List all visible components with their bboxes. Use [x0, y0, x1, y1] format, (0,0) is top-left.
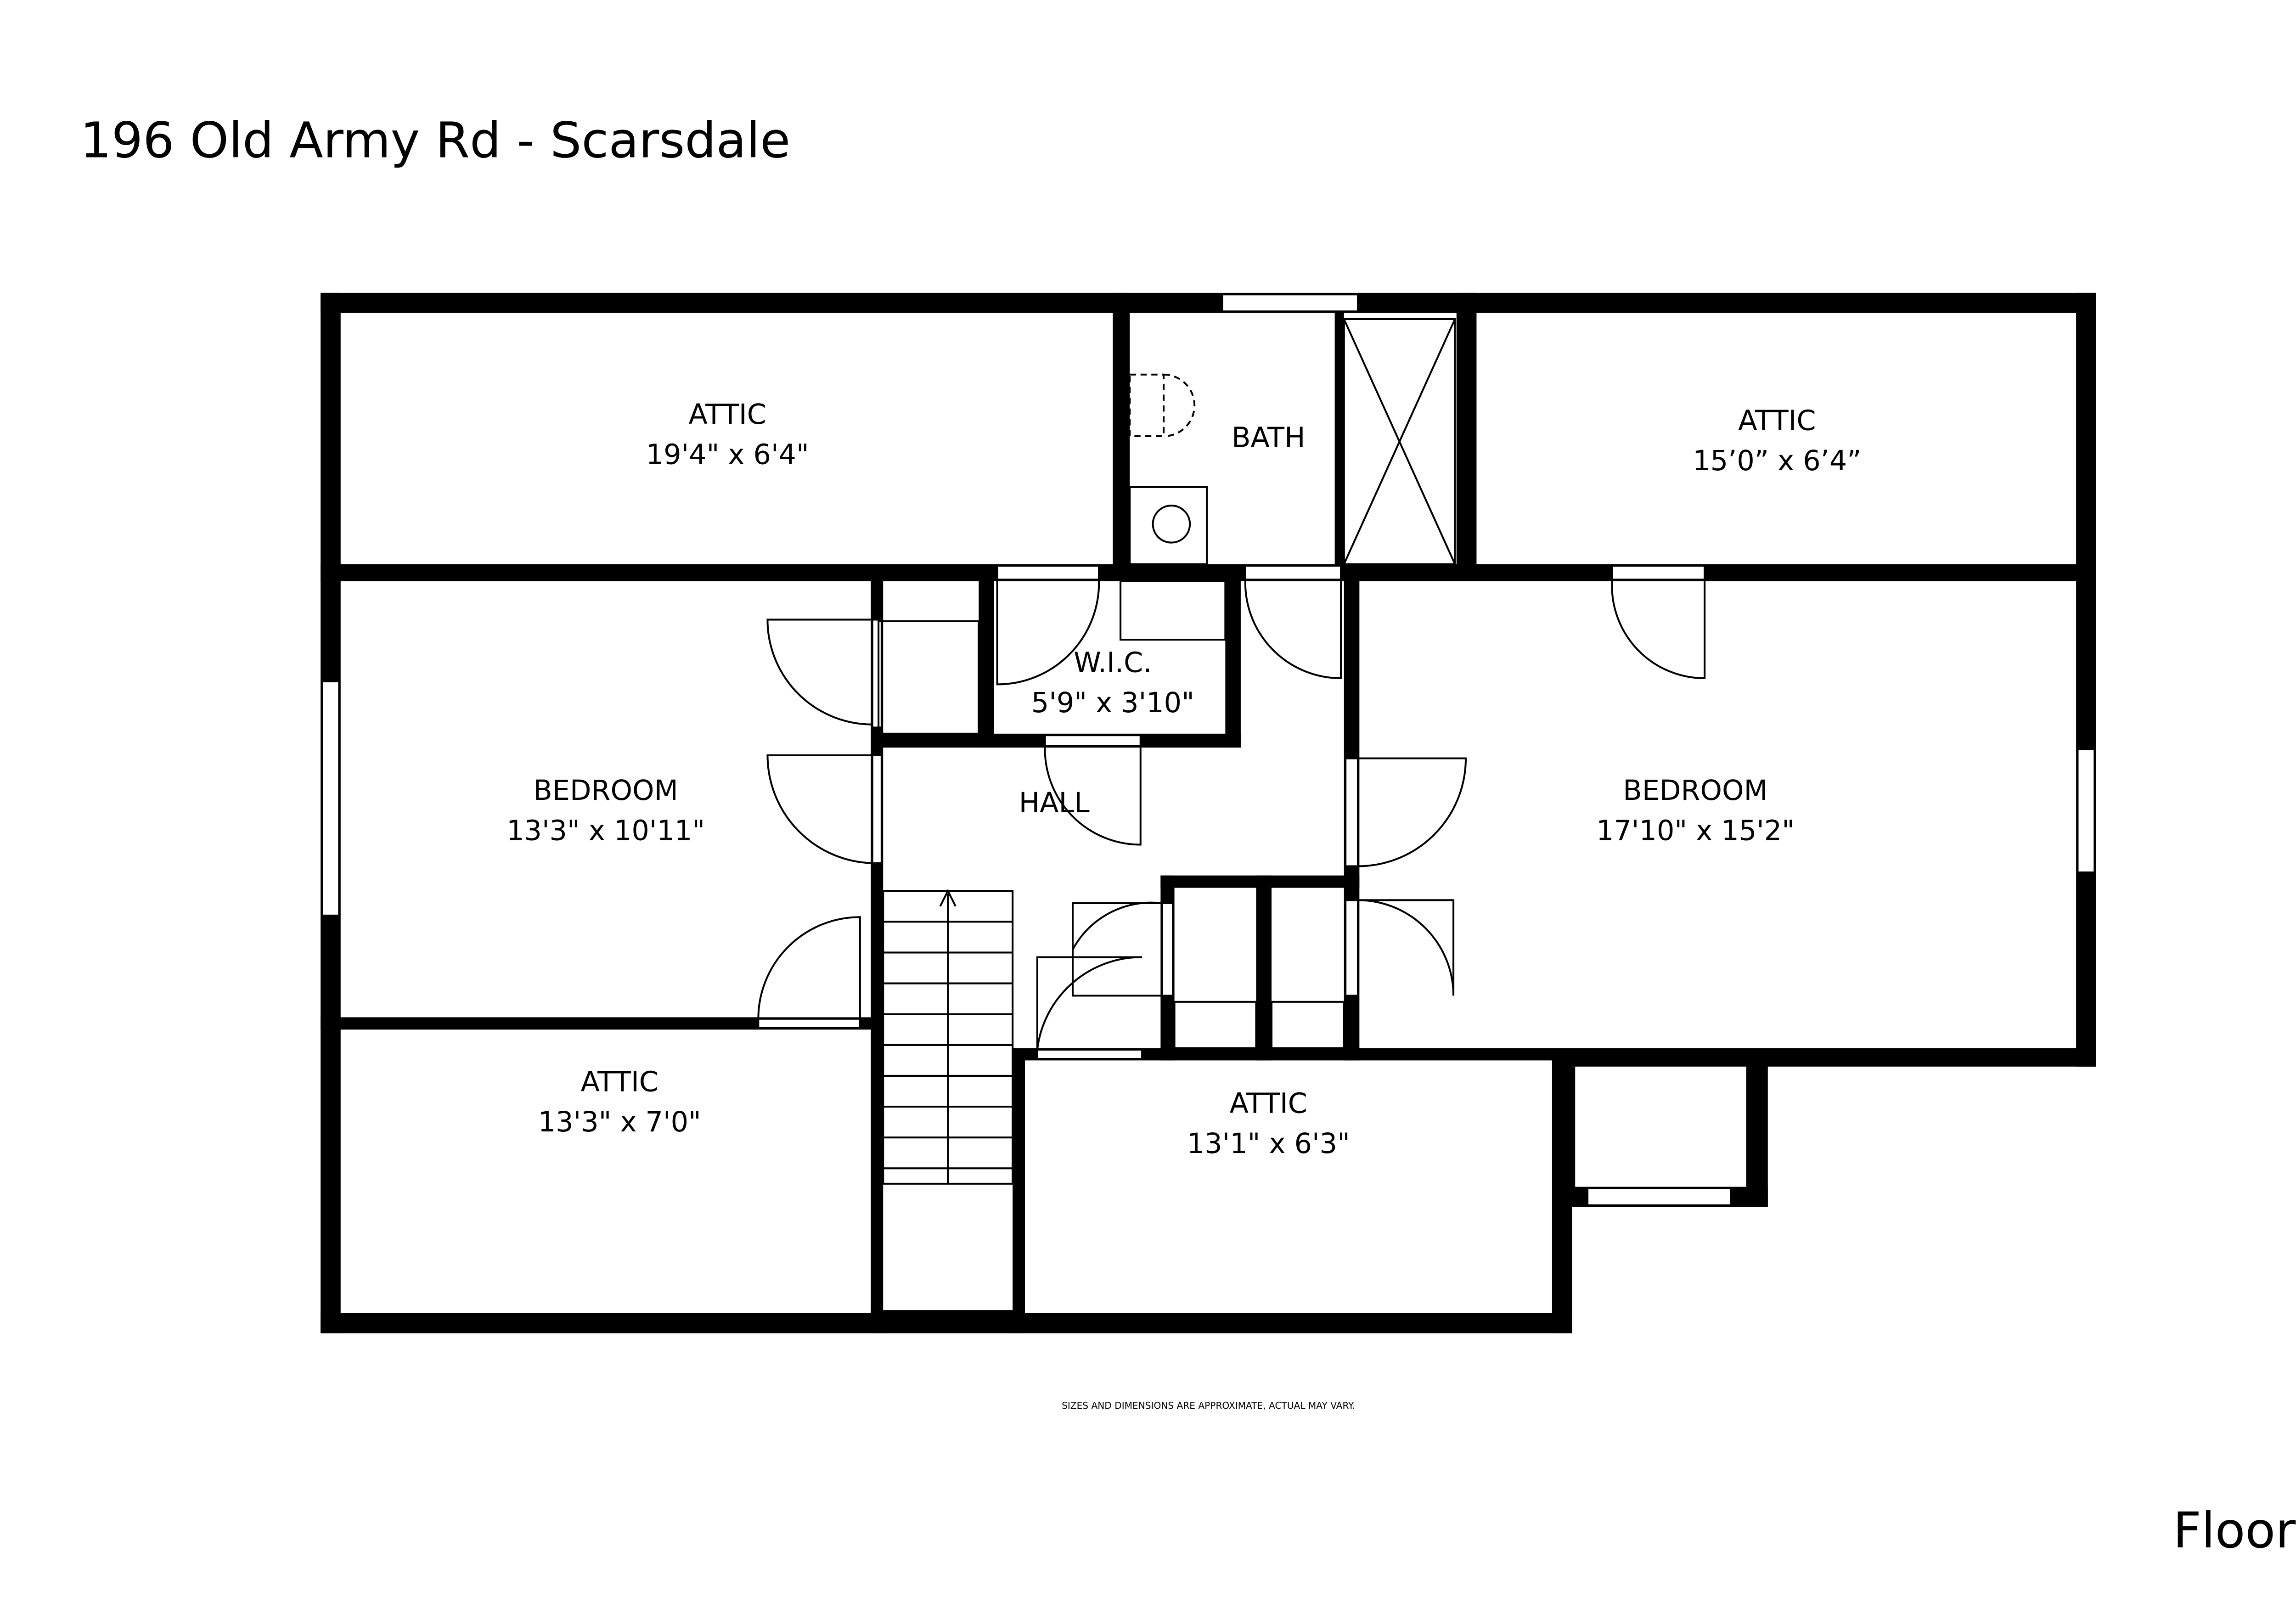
- room-name: W.I.C.: [1074, 647, 1152, 679]
- room-dims: 17'10" x 15'2": [1596, 815, 1795, 847]
- room-dims: 5'9" x 3'10": [1031, 687, 1194, 719]
- room-dims: 19'4" x 6'4": [646, 439, 809, 471]
- room-name: BATH: [1232, 422, 1305, 454]
- room-name: ATTIC: [581, 1066, 658, 1098]
- windows-and-openings: [321, 293, 2096, 1206]
- floor-label: Floor 2: [2173, 1502, 2296, 1559]
- room-dims: 13'3" x 10'11": [506, 815, 705, 847]
- room-name: BEDROOM: [1623, 775, 1767, 807]
- room-name: HALL: [1019, 787, 1090, 819]
- sink-icon: [1129, 486, 1208, 565]
- shower-icon: [1343, 318, 1456, 565]
- room-labels: ATTIC 19'4" x 6'4" BATH ATTIC 15’0” x 6’…: [506, 399, 1862, 1160]
- disclaimer-note: SIZES AND DIMENSIONS ARE APPROXIMATE, AC…: [1062, 1400, 1355, 1411]
- page-title: 196 Old Army Rd - Scarsdale: [80, 112, 791, 169]
- room-name: BEDROOM: [533, 775, 678, 807]
- room-dims: 13'1" x 6'3": [1187, 1128, 1350, 1160]
- room-name: ATTIC: [1738, 405, 1816, 437]
- room-dims: 13'3" x 7'0": [538, 1106, 701, 1138]
- stairs: [882, 889, 1014, 1185]
- door-swings: [757, 579, 1706, 1050]
- room-name: ATTIC: [1230, 1087, 1307, 1119]
- bath-fixtures: [1129, 318, 1456, 565]
- room-dims: 15’0” x 6’4”: [1693, 445, 1861, 477]
- room-name: ATTIC: [689, 399, 766, 431]
- toilet-icon: [1129, 373, 1196, 438]
